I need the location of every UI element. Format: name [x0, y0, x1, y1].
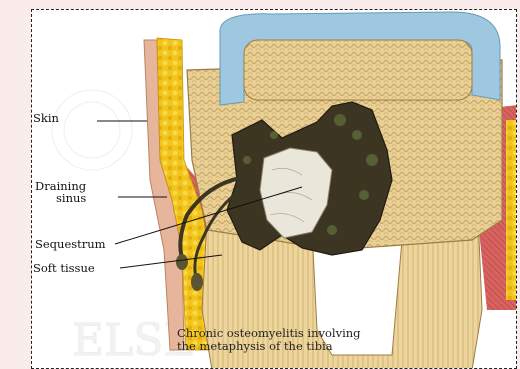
- caption-line-2: the metaphysis of the tibia: [177, 340, 361, 353]
- pus-drop-1: [176, 254, 188, 270]
- figure-frame: ELSEVIER: [31, 9, 517, 369]
- fat-right: [506, 120, 517, 300]
- label-skin: Skin: [33, 112, 59, 125]
- label-sequestrum: Sequestrum: [35, 238, 106, 251]
- figure-caption: Chronic osteomyelitis involving the meta…: [177, 327, 361, 353]
- label-soft-tissue: Soft tissue: [33, 262, 95, 275]
- label-sinus: sinus: [56, 192, 86, 205]
- tibia-illustration: ELSEVIER: [32, 10, 517, 369]
- pus-drop-2: [191, 273, 203, 291]
- epiphysis: [244, 40, 472, 100]
